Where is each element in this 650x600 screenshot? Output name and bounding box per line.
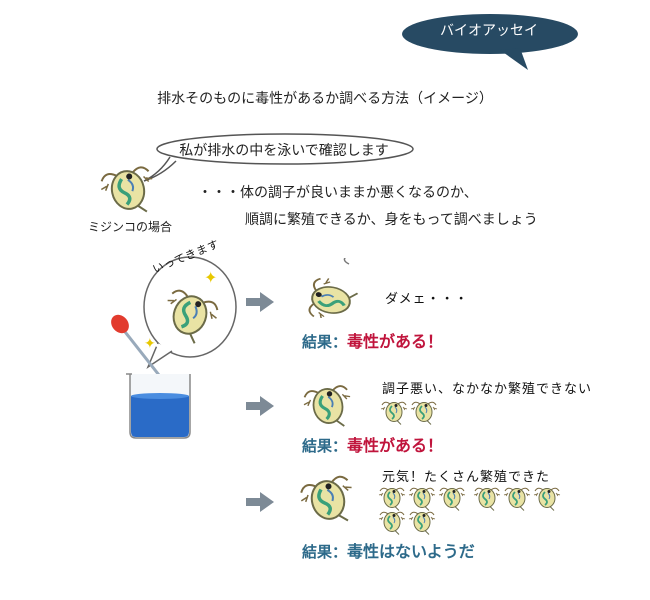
- result-1: 結果：毒性がある！: [302, 328, 443, 352]
- beaker-icon: [126, 373, 191, 439]
- daphnia-icon: [503, 487, 531, 512]
- daphnia-icon: [533, 487, 561, 512]
- result-2-note: 調子悪い、なかなか繁殖できない: [382, 382, 593, 397]
- daphnia-icon: [306, 258, 361, 318]
- sparkle-icon: ✦: [144, 336, 156, 352]
- daphnia-icon: [408, 511, 436, 536]
- daphnia-icon: [438, 487, 466, 512]
- arrow-right-icon: [246, 492, 274, 512]
- badge-label: バイオアッセイ: [440, 23, 538, 39]
- result-1-label: 結果：: [302, 333, 348, 351]
- result-2-label: 結果：: [302, 437, 348, 455]
- daphnia-icon: [380, 401, 408, 426]
- result-1-value: 毒性がある！: [347, 332, 444, 351]
- daphnia-icon: [98, 163, 158, 220]
- daphnia-icon: [473, 487, 501, 512]
- page-title: 排水そのものに毒性があるか調べる方法（イメージ）: [157, 91, 493, 107]
- daphnia-icon: [378, 511, 406, 536]
- sparkle-icon: ✦: [204, 268, 218, 287]
- badge-bubble: [402, 14, 578, 70]
- arrow-right-icon: [246, 396, 274, 416]
- daphnia-group: [378, 484, 578, 536]
- daphnia-icon: [410, 401, 438, 426]
- daphnia-icon: [298, 472, 358, 530]
- result-2-value: 毒性がある！: [347, 436, 444, 455]
- result-3-label: 結果：: [302, 543, 348, 561]
- daphnia-icon: [300, 383, 356, 434]
- result-3-note: 元気！たくさん繁殖できた: [382, 470, 551, 485]
- description-line-1: ・・・体の調子が良いままか悪くなるのか、: [198, 185, 478, 201]
- speech-bubble: [156, 133, 414, 165]
- speech-tail: [143, 156, 177, 182]
- result-1-note: ダメェ・・・: [385, 292, 469, 307]
- result-3-value: 毒性はないようだ: [347, 542, 475, 561]
- arrow-right-icon: [246, 292, 274, 312]
- result-3: 結果：毒性はないようだ: [302, 538, 475, 562]
- speech-text: 私が排水の中を泳いで確認します: [179, 143, 389, 159]
- result-2: 結果：毒性がある！: [302, 432, 443, 456]
- description-line-2: 順調に繁殖できるか、身をもって調べましょう: [245, 212, 538, 228]
- caption: ミジンコの場合: [88, 220, 173, 234]
